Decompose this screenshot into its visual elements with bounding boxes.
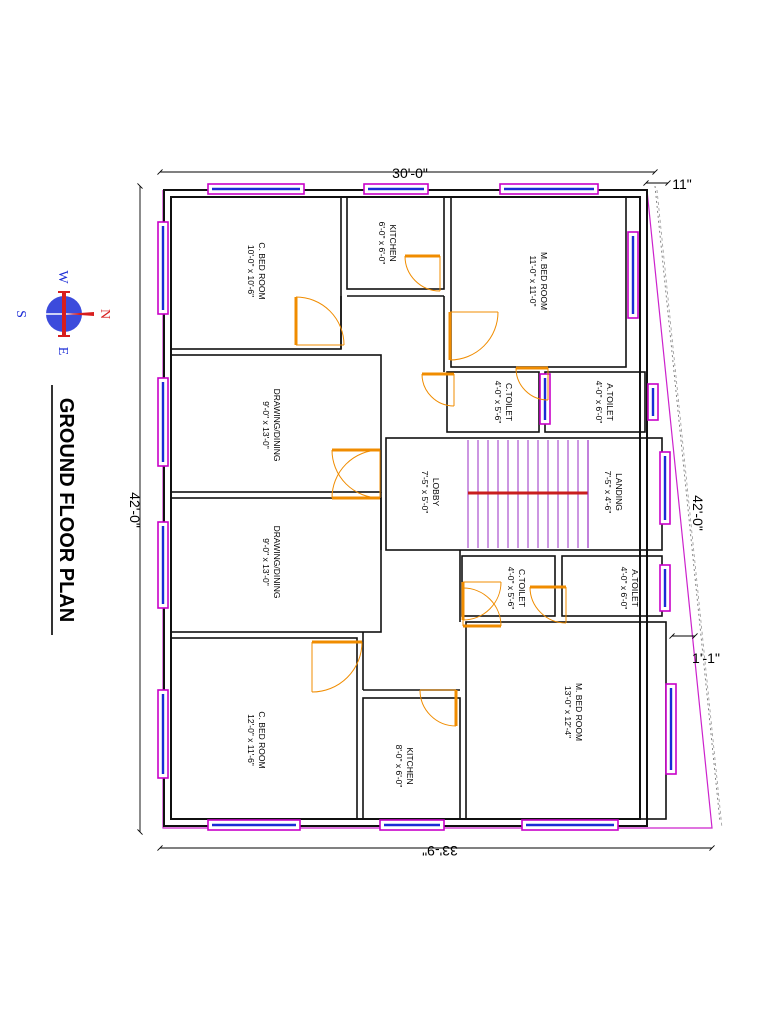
room-size: 12'-0" x 11'-6": [246, 714, 256, 766]
door-swing: [461, 581, 502, 621]
room-size: 4'-0" x 6'-0": [594, 381, 604, 424]
room-size: 8'-0" x 6'-0": [394, 745, 404, 788]
room-c-toilet-1: C.TOILET 4'-0" x 5'-6": [493, 381, 514, 424]
room-size: 4'-0" x 5'-6": [493, 381, 503, 424]
dim-bottom: 33'-9": [422, 843, 458, 859]
window: [157, 377, 169, 467]
room-size: 13'-0" x 12'-4": [563, 686, 573, 738]
window: [207, 183, 305, 195]
room-name: LANDING: [614, 473, 624, 511]
room-name: DRAWING/DINING: [272, 389, 282, 462]
dim-left: 42'-0": [127, 492, 143, 528]
window: [659, 451, 671, 525]
compass-s: S: [13, 310, 28, 318]
plan-title: GROUND FLOOR PLAN: [51, 385, 77, 635]
door-swing: [462, 587, 502, 628]
room-size: 10'-0" x 10'-6": [246, 245, 256, 297]
dim-right: 42'-0": [690, 495, 706, 531]
door-swing: [331, 449, 381, 500]
window: [157, 689, 169, 779]
room-drawing-1: DRAWING/DINING 9'-0" x 13'-0": [261, 389, 282, 462]
doors: [294, 254, 567, 727]
window: [627, 231, 639, 319]
room-landing: LANDING 7'-5" x 4'-6": [603, 471, 624, 514]
dim-right-mid: 1'-1": [692, 650, 720, 666]
room-size: 7'-5" x 5'-0": [420, 471, 430, 514]
room-name: M. BED ROOM: [574, 683, 584, 741]
dim-top: 30'-0": [392, 165, 428, 181]
door-swing: [419, 689, 458, 727]
staircase: [467, 440, 589, 548]
window: [207, 819, 301, 831]
window: [647, 383, 659, 421]
room-name: A.TOILET: [630, 569, 640, 607]
room-size: 4'-0" x 5'-6": [506, 567, 516, 610]
window: [363, 183, 429, 195]
room-name: M. BED ROOM: [539, 252, 549, 310]
room-c-bed-1: C. BED ROOM 10'-0" x 10'-6": [246, 242, 267, 299]
dimension-lines: [137, 169, 721, 851]
room-size: 9'-0" x 13'-0": [261, 401, 271, 449]
door-swing: [515, 366, 549, 401]
room-m-bed-1: M. BED ROOM 11'-0" x 11'-0": [528, 252, 549, 310]
room-size: 11'-0" x 11'-0": [528, 255, 538, 306]
room-name: C. BED ROOM: [257, 711, 267, 768]
room-c-bed-2: C. BED ROOM 12'-0" x 11'-6": [246, 711, 267, 768]
room-size: 6'-0" x 6'-0": [377, 222, 387, 265]
door-swing: [311, 640, 363, 693]
room-name: C.TOILET: [517, 569, 527, 607]
compass-w: W: [55, 270, 70, 284]
room-drawing-2: DRAWING/DINING 9'-0" x 13'-0": [261, 526, 282, 599]
door-swing: [404, 254, 441, 292]
door-swing: [529, 585, 567, 624]
room-a-toilet-2: A.TOILET 4'-0" x 6'-0": [619, 567, 640, 610]
room-size: 7'-5" x 4'-6": [603, 471, 613, 514]
room-name: KITCHEN: [388, 224, 398, 261]
room-name: C. BED ROOM: [257, 242, 267, 299]
room-size: 9'-0" x 13'-0": [261, 538, 271, 586]
window: [379, 819, 445, 831]
room-name: C.TOILET: [504, 383, 514, 421]
door-swing: [331, 448, 381, 499]
window: [521, 819, 619, 831]
window: [157, 521, 169, 609]
window: [499, 183, 599, 195]
room-name: DRAWING/DINING: [272, 526, 282, 599]
door-swing: [421, 372, 455, 407]
door-swing: [294, 296, 345, 346]
compass-n: N: [97, 309, 112, 319]
room-kitchen-2: KITCHEN 8'-0" x 6'-0": [394, 745, 415, 788]
compass-e: E: [55, 347, 70, 356]
room-c-toilet-2: C.TOILET 4'-0" x 5'-6": [506, 567, 527, 610]
room-m-bed-2: M. BED ROOM 13'-0" x 12'-4": [563, 683, 584, 741]
plan-title-text: GROUND FLOOR PLAN: [55, 398, 77, 622]
door-swing: [448, 311, 499, 361]
compass-rose-icon: N W S E: [13, 270, 112, 355]
dim-top-right: 11": [672, 176, 692, 192]
window: [157, 221, 169, 315]
window: [659, 564, 671, 612]
room-lobby: LOBBY 7'-5" x 5'-0": [420, 471, 441, 514]
room-name: A.TOILET: [605, 383, 615, 421]
room-name: KITCHEN: [405, 747, 415, 784]
room-kitchen-1: KITCHEN 6'-0" x 6'-0": [377, 222, 398, 265]
room-name: LOBBY: [431, 478, 441, 507]
window: [665, 683, 677, 775]
windows: [157, 183, 677, 831]
room-a-toilet-1: A.TOILET 4'-0" x 6'-0": [594, 381, 615, 424]
internal-walls: [170, 196, 667, 820]
room-size: 4'-0" x 6'-0": [619, 567, 629, 610]
